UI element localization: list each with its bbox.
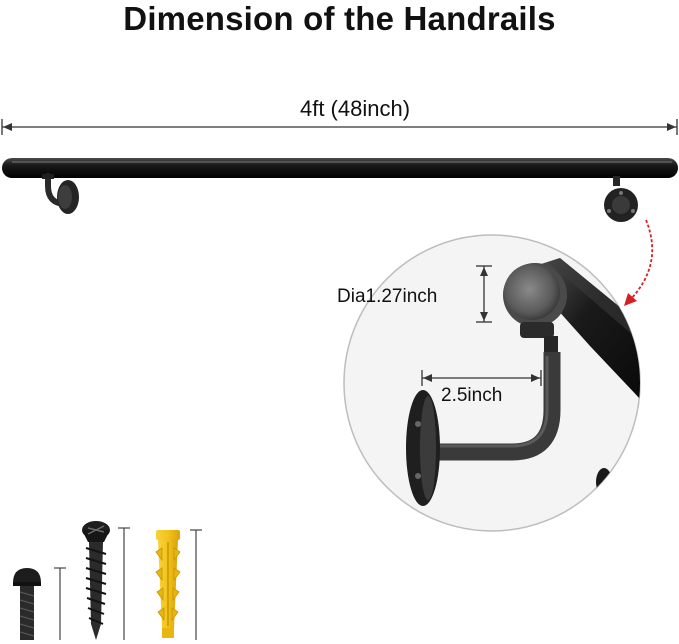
wall-anchor-icon: [155, 530, 181, 638]
wall-bracket-icon: [42, 173, 79, 214]
wall-bracket-icon: [604, 176, 638, 222]
zoom-detail: [343, 234, 641, 532]
length-dimension-line: [1, 119, 678, 135]
arm-length-label: 2.5inch: [441, 385, 503, 406]
anchor-dimension-line: [190, 529, 202, 640]
curved-arrow-icon: [624, 219, 654, 306]
bolt-icon: [13, 568, 41, 640]
screw-dimension-line: [118, 527, 130, 640]
total-length-label: 4ft (48inch): [299, 96, 411, 121]
handrail-icon: [2, 158, 678, 178]
wood-screw-icon: [82, 521, 110, 640]
page-title: Dimension of the Handrails: [123, 0, 556, 37]
diameter-label: Dia1.27inch: [337, 286, 438, 307]
bolt-dimension-line: [54, 567, 66, 640]
